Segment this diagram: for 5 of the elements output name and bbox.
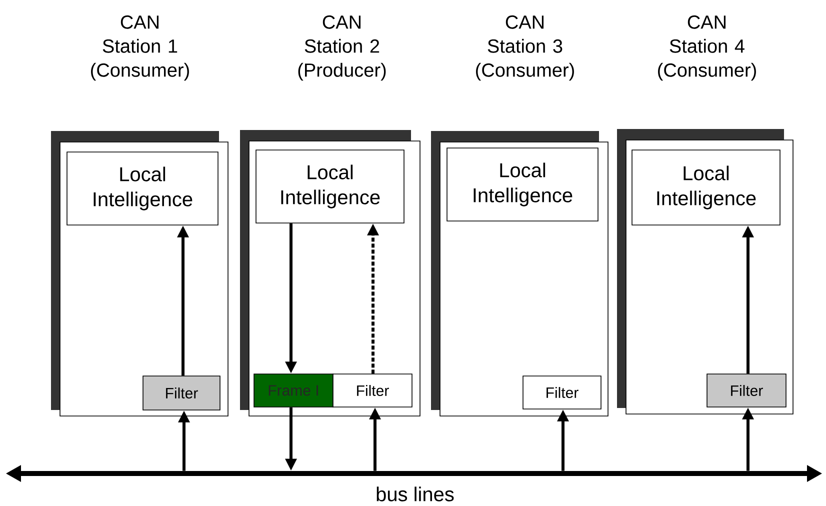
station-heading: CAN Station 1 (Consumer) <box>91 15 189 81</box>
station-heading: CAN Station 3 (Consumer) <box>476 15 574 81</box>
station-heading: CAN Station 4 (Consumer) <box>658 15 756 81</box>
station-heading: CAN Station 2 (Producer) <box>298 15 386 81</box>
bus-label: bus lines <box>376 486 454 502</box>
